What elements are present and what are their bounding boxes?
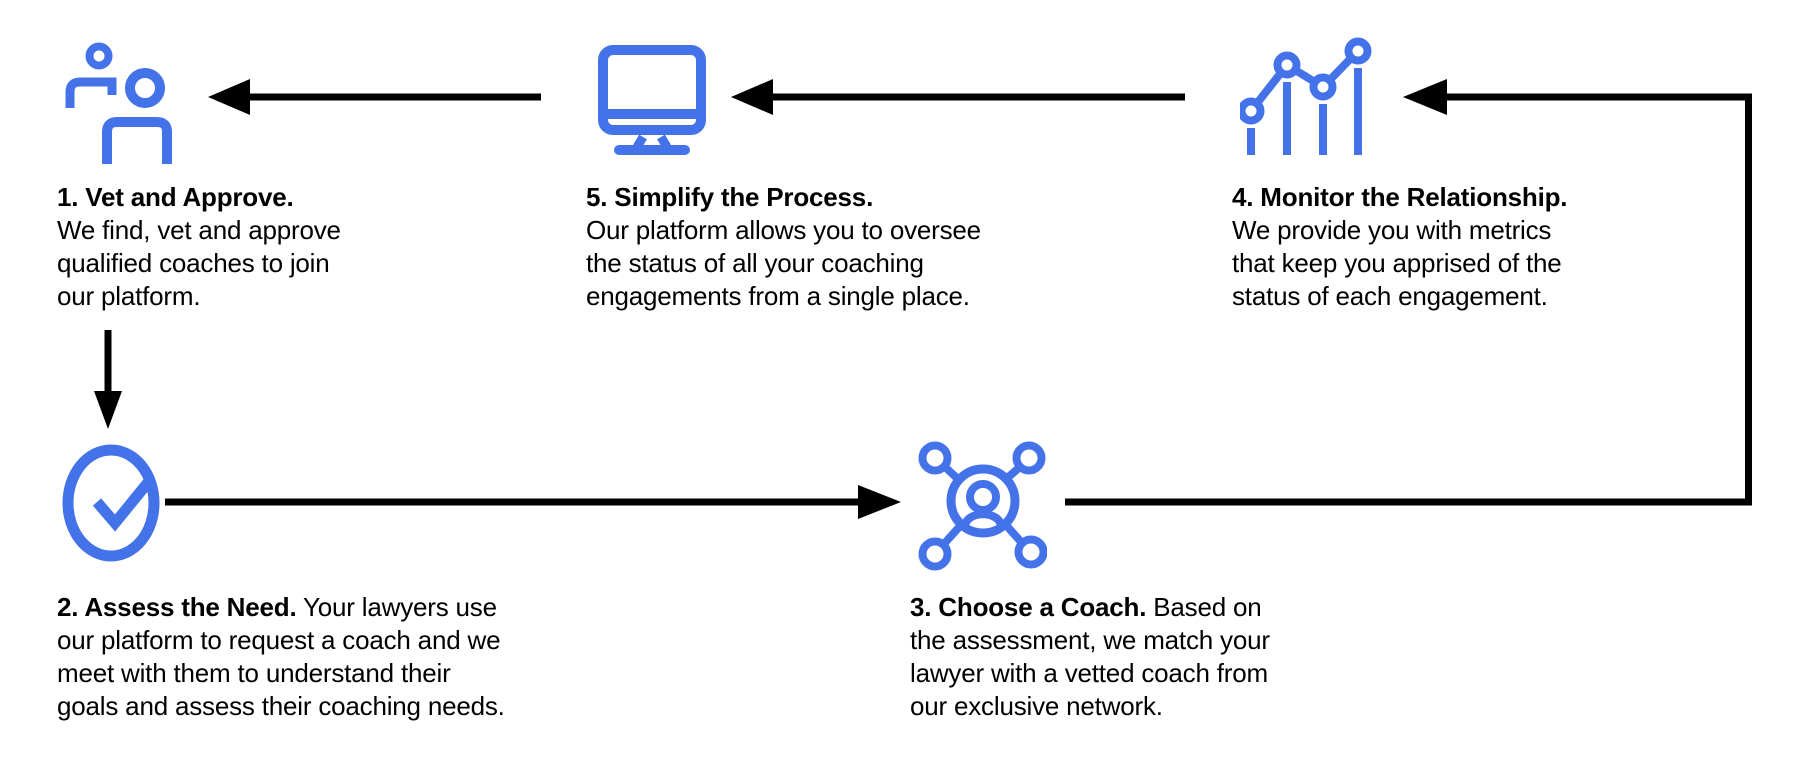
- step-3-title: 3. Choose a Coach.: [910, 592, 1147, 622]
- arrow-step1-to-step2: [94, 330, 122, 429]
- step-4-body: We provide you with metrics that keep yo…: [1232, 215, 1562, 311]
- step-3: 3. Choose a Coach. Based on the assessme…: [910, 591, 1370, 723]
- step-1: 1. Vet and Approve.We find, vet and appr…: [57, 181, 417, 313]
- step-4-title: 4. Monitor the Relationship.: [1232, 182, 1568, 212]
- step-1-body: We find, vet and approve qualified coach…: [57, 215, 341, 311]
- step-3-body: Based on the assessment, we match your l…: [910, 592, 1270, 721]
- arrow-step5-to-step1: [208, 79, 541, 115]
- check-circle-icon: [62, 444, 160, 562]
- step-5-body: Our platform allows you to oversee the s…: [586, 215, 981, 311]
- arrow-step4-to-step5: [731, 79, 1185, 115]
- step-2-title: 2. Assess the Need.: [57, 592, 297, 622]
- step-4: 4. Monitor the Relationship.We provide y…: [1232, 181, 1692, 313]
- step-5: 5. Simplify the Process.Our platform all…: [586, 181, 1066, 313]
- person-network-icon: [918, 441, 1047, 571]
- arrow-step3-to-step4: [1065, 79, 1752, 506]
- metrics-chart-icon: [1240, 37, 1372, 155]
- step-2: 2. Assess the Need. Your lawyers use our…: [57, 591, 597, 723]
- step-5-title: 5. Simplify the Process.: [586, 182, 874, 212]
- step-1-title: 1. Vet and Approve.: [57, 182, 294, 212]
- arrow-step2-to-step3: [165, 485, 901, 519]
- two-people-icon: [65, 42, 172, 164]
- monitor-icon: [598, 45, 706, 155]
- step-2-body: Your lawyers use our platform to request…: [57, 592, 505, 721]
